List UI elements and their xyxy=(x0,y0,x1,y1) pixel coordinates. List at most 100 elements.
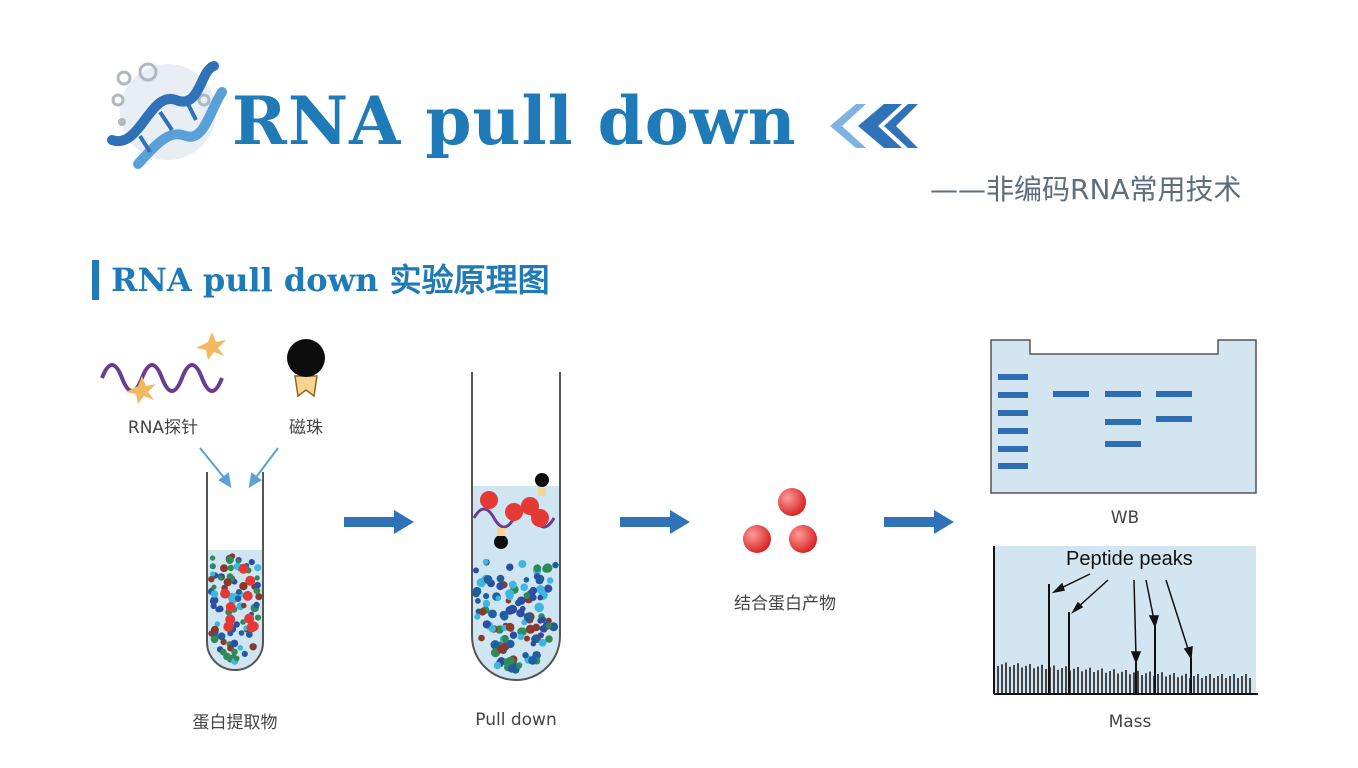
particle xyxy=(537,632,545,639)
particle xyxy=(216,605,224,613)
particle xyxy=(539,625,547,633)
particle xyxy=(239,582,248,591)
particle xyxy=(248,559,255,566)
particle xyxy=(497,645,506,654)
particle xyxy=(537,594,543,601)
particle xyxy=(211,584,217,590)
particle xyxy=(546,577,554,584)
rna-probe-icon xyxy=(100,332,226,404)
particle xyxy=(214,621,221,627)
particle xyxy=(474,613,481,620)
particle xyxy=(254,614,262,621)
particle-red xyxy=(246,622,257,633)
label-pull-down: Pull down xyxy=(475,710,557,730)
particle xyxy=(506,563,514,571)
particle xyxy=(255,593,263,601)
particle xyxy=(505,606,515,615)
particle xyxy=(518,560,527,568)
particle xyxy=(240,619,246,625)
particle xyxy=(482,558,489,565)
label-magnetic-bead: 磁珠 xyxy=(289,418,323,438)
particle xyxy=(545,622,552,629)
particle xyxy=(483,575,493,584)
particle-red xyxy=(223,621,234,632)
particle xyxy=(472,586,482,596)
particle xyxy=(508,580,517,589)
particle xyxy=(525,624,536,634)
particle-red xyxy=(242,590,253,601)
particle-red xyxy=(220,588,231,599)
particle xyxy=(544,584,553,593)
particle-red xyxy=(244,613,255,624)
particle xyxy=(520,583,528,592)
particle xyxy=(522,652,529,659)
particle xyxy=(478,634,485,642)
particle xyxy=(538,638,547,647)
particle xyxy=(209,597,218,605)
label-protein-extract: 蛋白提取物 xyxy=(192,713,278,733)
particle xyxy=(533,573,541,580)
particle xyxy=(506,593,514,601)
particle xyxy=(225,556,234,564)
particle xyxy=(231,648,238,656)
label-bound-protein: 结合蛋白产物 xyxy=(734,594,836,614)
particle xyxy=(238,630,245,636)
particle xyxy=(523,592,531,599)
particle xyxy=(223,578,232,587)
particle xyxy=(249,643,257,651)
label-peptide-peaks: Peptide peaks xyxy=(1066,548,1193,570)
particle xyxy=(496,574,505,583)
page-title: RNA pull down xyxy=(232,82,797,160)
double-chevron-left-icon xyxy=(830,104,918,148)
particle xyxy=(236,589,242,595)
particle xyxy=(490,640,500,650)
particle xyxy=(517,596,526,605)
particle xyxy=(210,571,216,577)
particle xyxy=(523,577,530,583)
particle xyxy=(495,625,504,634)
particle xyxy=(488,609,497,619)
particle xyxy=(254,564,262,572)
particle xyxy=(509,631,518,639)
bound-protein-cluster xyxy=(743,488,817,553)
particle xyxy=(254,581,261,589)
particle-red xyxy=(238,563,249,574)
particle xyxy=(530,640,537,647)
section-title: RNA pull down 实验原理图 xyxy=(92,260,550,300)
particle xyxy=(534,602,544,613)
particle xyxy=(552,561,559,569)
process-arrow-1 xyxy=(344,510,414,534)
particle xyxy=(245,631,253,638)
particle xyxy=(235,559,241,564)
particle xyxy=(528,656,537,665)
particle xyxy=(210,590,219,598)
particle xyxy=(483,593,490,600)
particle xyxy=(241,602,247,609)
particle xyxy=(241,650,248,658)
tube2-particles xyxy=(472,558,559,674)
tube1-particles xyxy=(207,553,263,665)
particle xyxy=(234,595,242,602)
particle xyxy=(482,620,491,629)
particle xyxy=(506,639,515,649)
particle xyxy=(231,653,237,659)
particle-red xyxy=(245,575,256,586)
dna-helix-icon xyxy=(107,61,227,169)
particle xyxy=(506,656,515,665)
particle xyxy=(217,632,226,641)
particle xyxy=(499,610,509,620)
particle xyxy=(237,645,244,651)
particle xyxy=(493,661,502,670)
particle xyxy=(537,617,544,624)
process-arrow-3 xyxy=(884,510,954,534)
particle xyxy=(230,639,239,648)
particle xyxy=(505,622,515,632)
label-wb: WB xyxy=(1110,508,1140,528)
particle xyxy=(209,563,216,570)
particle xyxy=(478,608,487,616)
process-arrow-2 xyxy=(620,510,690,534)
particle-red xyxy=(225,602,236,612)
particle xyxy=(517,633,525,641)
particle xyxy=(220,564,228,573)
particle xyxy=(210,625,219,634)
